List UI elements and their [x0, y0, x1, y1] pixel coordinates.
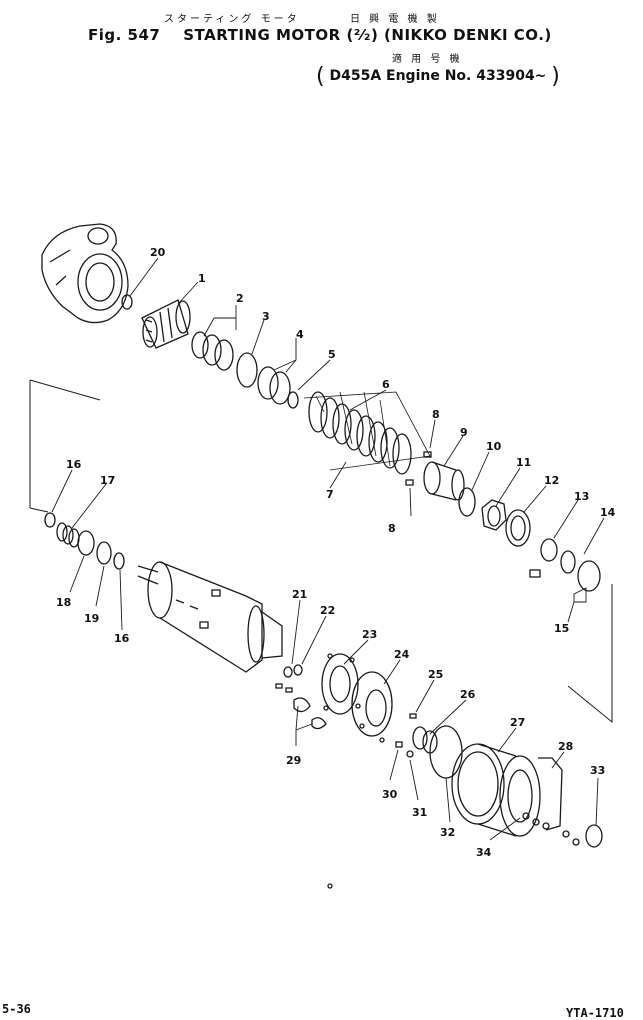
callout-19: 19 [84, 612, 99, 625]
callout-24: 24 [394, 648, 410, 661]
callout-15: 15 [554, 622, 569, 635]
callout-27: 27 [510, 716, 525, 729]
wire-28 [538, 757, 563, 831]
callout-17: 17 [100, 474, 115, 487]
washer-31 [406, 750, 414, 758]
pinion-1 [141, 299, 191, 349]
yoke-27 [451, 743, 541, 837]
hardware-34 [327, 812, 580, 889]
callout-7: 7 [326, 488, 334, 501]
screw-8a [423, 451, 432, 458]
pin-30 [395, 741, 403, 748]
callout-21: 21 [292, 588, 307, 601]
leader-lines [51, 257, 605, 841]
callout-26: 26 [460, 688, 476, 701]
callout-9: 9 [460, 426, 468, 439]
ring-3 [236, 352, 258, 388]
callout-6: 6 [382, 378, 390, 391]
washer-33 [585, 824, 603, 848]
callout-13: 13 [574, 490, 589, 503]
callout-33: 33 [590, 764, 605, 777]
callout-28: 28 [558, 740, 573, 753]
page-number: 5-36 [2, 1002, 31, 1016]
spring-17 [56, 522, 80, 548]
screw-8b [405, 479, 414, 486]
callout-3: 3 [262, 310, 270, 323]
callout-12: 12 [544, 474, 559, 487]
applicability-note: ( D455A Engine No. 433904~ ) [316, 64, 560, 89]
cover-12 [505, 509, 541, 578]
nut-11 [481, 499, 507, 531]
callout-22: 22 [320, 604, 335, 617]
callout-8b: 8 [388, 522, 396, 535]
callout-2: 2 [236, 292, 244, 305]
callout-25: 25 [428, 668, 443, 681]
sheet-fraction: (²⁄₂) [346, 26, 379, 44]
callout-8a: 8 [432, 408, 440, 421]
screw-25 [409, 713, 417, 719]
figure-title: Fig. 547 STARTING MOTOR (²⁄₂) (NIKKO DEN… [88, 26, 552, 44]
callout-5: 5 [328, 348, 336, 361]
ring-13 [540, 538, 558, 562]
ring-16a [44, 512, 56, 528]
callout-16b: 16 [114, 632, 130, 645]
washer-10 [458, 487, 476, 517]
spring-14a [560, 550, 576, 574]
figure-number: Fig. 547 [88, 26, 161, 44]
ring-18 [77, 530, 95, 556]
callout-29: 29 [286, 754, 301, 767]
callout-23: 23 [362, 628, 377, 641]
collar-9 [423, 461, 465, 501]
left-paren: ( [316, 64, 325, 89]
gasket-32 [429, 725, 463, 779]
nose-housing [41, 223, 129, 324]
jp-applicable: 適 用 号 機 [392, 54, 463, 65]
armature [137, 561, 283, 673]
rings-2 [191, 331, 234, 371]
clutch-plates [303, 391, 431, 475]
callout-18: 18 [56, 596, 71, 609]
cover-14b [577, 560, 601, 592]
callout-14: 14 [600, 506, 616, 519]
callout-10: 10 [486, 440, 502, 453]
maker-name: (NIKKO DENKI CO.) [384, 26, 552, 44]
brush-parts [275, 664, 327, 730]
callout-1: 1 [198, 272, 206, 285]
callout-numbers: 1 2 3 4 5 6 7 8 8 9 10 11 12 13 14 15 16… [56, 246, 616, 859]
jp-maker: 日 興 電 機 製 [350, 14, 440, 25]
callout-4: 4 [296, 328, 304, 341]
drawing-code: YTA-1710 [566, 1006, 624, 1020]
end-frame [321, 653, 393, 743]
callout-16a: 16 [66, 458, 82, 471]
callout-34: 34 [476, 846, 492, 859]
ring-5 [287, 391, 299, 409]
callout-31: 31 [412, 806, 427, 819]
right-paren: ) [551, 64, 560, 89]
part-title: STARTING MOTOR [183, 26, 341, 44]
jp-title: スターティング モータ [164, 14, 300, 25]
callout-30: 30 [382, 788, 398, 801]
callout-11: 11 [516, 456, 531, 469]
callout-20: 20 [150, 246, 166, 259]
ring-19 [96, 541, 112, 565]
rings-4 [257, 366, 291, 405]
callout-32: 32 [440, 826, 455, 839]
bushing-20 [121, 294, 133, 310]
ring-16b [113, 552, 125, 570]
applicability-text: D455A Engine No. 433904~ [329, 68, 547, 84]
